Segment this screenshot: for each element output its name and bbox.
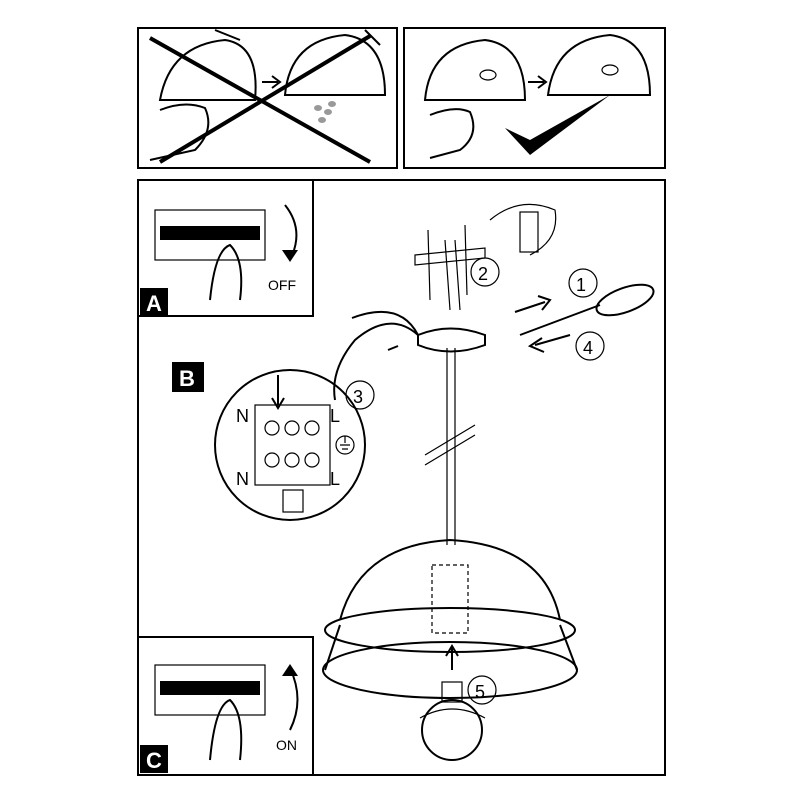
canopy [333, 310, 486, 401]
screw-icon [427, 224, 468, 301]
finger-icon [209, 243, 243, 301]
rotate-arrow-icon [289, 667, 299, 731]
inset-power-off: OFF A [137, 179, 314, 317]
rotate-arrow-icon [419, 708, 486, 719]
panel-label-a: A [146, 291, 162, 316]
panel-main-installation [137, 179, 666, 776]
terminal-n-top: N [236, 406, 249, 426]
panel-correct-handling [403, 27, 666, 169]
fingerprint-smudge-icon [314, 101, 336, 123]
switch-state-off: OFF [268, 277, 296, 293]
terminal-l-top: L [330, 406, 340, 426]
terminal-block-detail: 3 N L N L [214, 369, 375, 521]
hand-with-cloth-icon [429, 108, 475, 159]
panel-label-b: B [179, 366, 195, 391]
switch-state-on: ON [276, 737, 297, 753]
cut-mark-icon [424, 424, 476, 466]
checkmark-icon [505, 95, 610, 155]
inset-power-on: ON C [137, 636, 314, 776]
step-1: 1 [576, 275, 586, 295]
arrow-right-icon [514, 295, 552, 313]
screw-terminal-icons [264, 420, 320, 468]
terminal-n-bottom: N [236, 469, 249, 489]
bulb-icon [421, 699, 483, 761]
panel-label-c: C [146, 748, 162, 773]
arrow-down-icon [271, 375, 285, 410]
screwdriver: 1 4 [514, 268, 655, 361]
screwdriver-icon [595, 283, 655, 317]
step-3: 3 [353, 387, 363, 407]
ceiling-bracket: 2 [414, 203, 557, 311]
suspension-rod [424, 348, 476, 545]
step-2: 2 [478, 264, 488, 284]
screw-icon [387, 345, 399, 351]
step-4: 4 [583, 338, 593, 358]
arrow-up-icon [445, 644, 459, 670]
arrow-left-icon [527, 334, 571, 353]
breaker-panel-icon [154, 664, 266, 716]
cross-icon [149, 34, 372, 164]
step-5: 5 [475, 682, 485, 702]
hand-icon [149, 103, 210, 161]
terminal-l-bottom: L [330, 469, 340, 489]
wires-icon [444, 239, 461, 311]
breaker-panel-icon [154, 209, 266, 261]
light-bulb: 5 [419, 644, 497, 761]
lamp-shade [322, 538, 578, 699]
socket-icon [431, 564, 469, 634]
panel-wrong-handling [137, 27, 398, 169]
arrow-icon [528, 75, 548, 89]
finger-icon [209, 698, 243, 761]
arrow-icon [262, 75, 282, 89]
wall-plug-icon [519, 211, 539, 253]
